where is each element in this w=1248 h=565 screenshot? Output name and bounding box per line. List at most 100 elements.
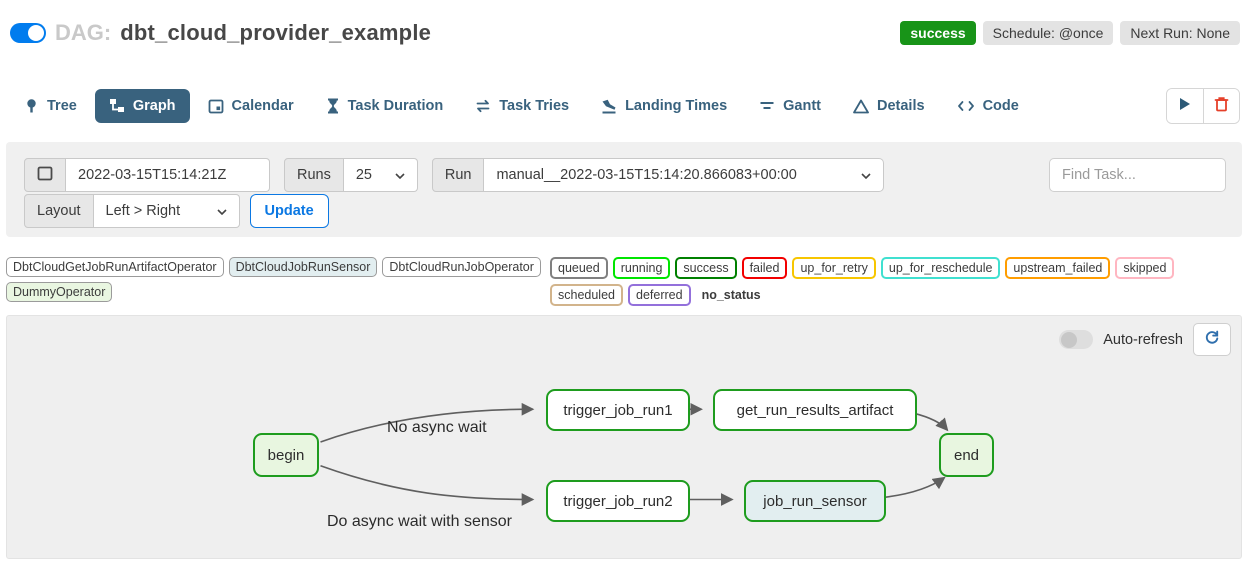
next-run-badge: Next Run: None bbox=[1120, 21, 1240, 45]
task-node-get-run-results-artifact[interactable]: get_run_results_artifact bbox=[713, 389, 917, 431]
tab-code[interactable]: Code bbox=[943, 89, 1033, 123]
update-button[interactable]: Update bbox=[249, 194, 329, 228]
tab-gantt[interactable]: Gantt bbox=[745, 89, 835, 123]
task-node-trigger-job-run1[interactable]: trigger_job_run1 bbox=[546, 389, 690, 431]
delete-dag-button[interactable] bbox=[1203, 89, 1239, 123]
execution-date-group bbox=[24, 158, 270, 192]
task-node-trigger-job-run2[interactable]: trigger_job_run2 bbox=[546, 480, 690, 522]
status-legend-badge[interactable]: upstream_failed bbox=[1005, 257, 1111, 279]
run-select[interactable]: manual__2022-03-15T15:14:20.866083+00:00 bbox=[484, 158, 885, 192]
graph-filter-panel: Runs 25 Run manual__2022-03-15T15:14:20.… bbox=[6, 142, 1242, 237]
pin-icon bbox=[24, 98, 39, 114]
refresh-button[interactable] bbox=[1193, 323, 1231, 356]
view-tabs: Tree Graph Calendar Task Duration Task T… bbox=[10, 89, 1033, 123]
chevron-down-icon bbox=[216, 203, 227, 219]
status-legend-badge[interactable]: success bbox=[675, 257, 737, 279]
plane-landing-icon bbox=[601, 98, 617, 114]
view-tabbar: Tree Graph Calendar Task Duration Task T… bbox=[10, 86, 1240, 126]
code-icon bbox=[957, 99, 975, 113]
runs-select[interactable]: 25 bbox=[343, 158, 418, 192]
tab-task-duration[interactable]: Task Duration bbox=[312, 89, 458, 123]
tab-label: Code bbox=[982, 98, 1019, 114]
tab-tree[interactable]: Tree bbox=[10, 89, 91, 123]
graph-icon bbox=[109, 98, 125, 114]
dag-graph-panel: No async wait Do async wait with sensor … bbox=[6, 315, 1242, 559]
layout-select[interactable]: Left > Right bbox=[93, 194, 240, 228]
tab-label: Details bbox=[877, 98, 925, 114]
calendar-icon bbox=[208, 98, 224, 114]
edge-begin-trigger2 bbox=[320, 465, 535, 506]
tab-label: Task Tries bbox=[499, 98, 570, 114]
run-group: Run manual__2022-03-15T15:14:20.866083+0… bbox=[431, 158, 885, 192]
auto-refresh-toggle[interactable] bbox=[1059, 330, 1094, 349]
tab-label: Tree bbox=[47, 98, 77, 114]
auto-refresh-label: Auto-refresh bbox=[1103, 331, 1183, 348]
task-node-job-run-sensor[interactable]: job_run_sensor bbox=[744, 480, 886, 522]
no-status-label: no_status bbox=[701, 288, 761, 302]
legend: DbtCloudGetJobRunArtifactOperator DbtClo… bbox=[6, 257, 1242, 306]
tab-details[interactable]: Details bbox=[839, 89, 939, 123]
runs-addon-label: Runs bbox=[284, 158, 344, 192]
graph-controls: Auto-refresh bbox=[1059, 323, 1231, 356]
status-legend: queued running success failed up_for_ret… bbox=[550, 257, 1248, 306]
play-icon bbox=[1179, 97, 1191, 116]
runs-select-value: 25 bbox=[355, 167, 372, 183]
chevron-down-icon bbox=[861, 167, 872, 183]
refresh-icon bbox=[1204, 329, 1220, 350]
operator-badge: DummyOperator bbox=[6, 282, 113, 302]
chevron-down-icon bbox=[395, 167, 405, 183]
toggle-knob bbox=[28, 25, 44, 41]
schedule-badge: Schedule: @once bbox=[982, 21, 1114, 45]
triangle-icon bbox=[853, 99, 869, 114]
tab-graph[interactable]: Graph bbox=[94, 89, 190, 123]
dag-label: DAG: bbox=[55, 20, 112, 45]
filter-row-2: Layout Left > Right Update bbox=[24, 194, 329, 228]
tab-label: Landing Times bbox=[625, 98, 728, 114]
dag-action-buttons bbox=[1166, 88, 1240, 124]
repeat-icon bbox=[475, 98, 491, 114]
filter-row-1: Runs 25 Run manual__2022-03-15T15:14:20.… bbox=[24, 158, 885, 192]
trigger-dag-button[interactable] bbox=[1167, 89, 1203, 123]
edge-artifact-end bbox=[913, 412, 949, 432]
status-legend-badge[interactable]: failed bbox=[741, 257, 788, 279]
task-node-begin[interactable]: begin bbox=[253, 433, 319, 477]
find-task-field[interactable] bbox=[1049, 158, 1226, 192]
status-legend-badge[interactable]: deferred bbox=[628, 284, 691, 306]
tab-label: Graph bbox=[132, 98, 176, 114]
execution-date-input[interactable] bbox=[78, 167, 257, 183]
dag-edges bbox=[320, 402, 949, 506]
task-node-end[interactable]: end bbox=[939, 433, 994, 477]
status-legend-badge[interactable]: scheduled bbox=[550, 284, 623, 306]
status-legend-badge[interactable]: skipped bbox=[1115, 257, 1175, 279]
calendar-addon-button[interactable] bbox=[24, 158, 66, 192]
tab-task-tries[interactable]: Task Tries bbox=[461, 89, 583, 123]
edge-label-no-async-wait: No async wait bbox=[387, 419, 487, 436]
run-addon-label: Run bbox=[431, 158, 485, 192]
edge-sensor-end bbox=[882, 476, 946, 499]
dag-header: DAG: dbt_cloud_provider_example success … bbox=[10, 16, 1240, 50]
status-legend-badge[interactable]: up_for_reschedule bbox=[880, 257, 1001, 279]
tab-label: Task Duration bbox=[347, 98, 444, 114]
edge-label-do-async-wait: Do async wait with sensor bbox=[327, 513, 512, 530]
tab-landing-times[interactable]: Landing Times bbox=[587, 89, 741, 123]
status-legend-badge[interactable]: running bbox=[612, 257, 671, 279]
hourglass-icon bbox=[326, 98, 340, 114]
dag-pause-toggle[interactable] bbox=[10, 23, 46, 43]
dag-title: dbt_cloud_provider_example bbox=[120, 20, 432, 45]
gantt-icon bbox=[759, 99, 775, 113]
dag-header-left: DAG: dbt_cloud_provider_example bbox=[10, 20, 431, 46]
run-select-value: manual__2022-03-15T15:14:20.866083+00:00 bbox=[496, 167, 797, 183]
status-badge: success bbox=[900, 21, 976, 45]
edge-begin-trigger1 bbox=[320, 402, 535, 443]
find-task-input[interactable] bbox=[1062, 159, 1213, 191]
tab-calendar[interactable]: Calendar bbox=[194, 89, 308, 123]
execution-date-field[interactable] bbox=[66, 158, 270, 192]
runs-group: Runs 25 bbox=[284, 158, 418, 192]
status-legend-badge[interactable]: up_for_retry bbox=[792, 257, 876, 279]
layout-group: Layout Left > Right bbox=[24, 194, 240, 228]
status-legend-badge[interactable]: queued bbox=[550, 257, 608, 279]
operator-badge: DbtCloudJobRunSensor bbox=[228, 257, 378, 277]
operator-badge: DbtCloudGetJobRunArtifactOperator bbox=[6, 257, 224, 277]
toggle-knob bbox=[1060, 331, 1077, 348]
tab-label: Gantt bbox=[783, 98, 821, 114]
